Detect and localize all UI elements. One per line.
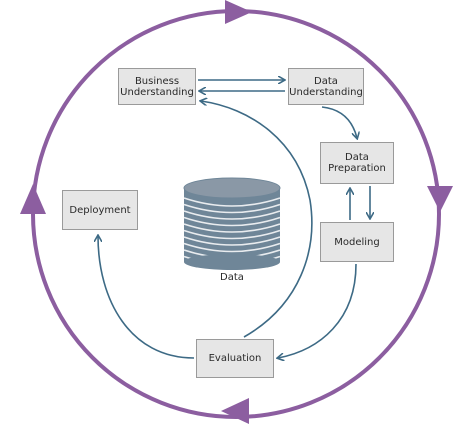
arrow-evaluation-to-business bbox=[201, 101, 313, 338]
data-label: Data bbox=[220, 272, 244, 283]
phase-business-understanding: Business Understanding bbox=[118, 68, 196, 105]
arrow-understanding-to-preparation bbox=[321, 106, 357, 138]
outer-cycle-arrow-top bbox=[225, 0, 252, 24]
cylinder-stripe bbox=[183, 236, 281, 246]
cylinder-stripe bbox=[183, 197, 281, 207]
cylinder-stripe bbox=[183, 210, 281, 220]
phase-data-understanding: Data Understanding bbox=[288, 68, 364, 105]
phase-modeling: Modeling bbox=[320, 222, 394, 262]
outer-cycle-arrow-left bbox=[20, 184, 46, 214]
cylinder-stripe bbox=[183, 216, 281, 227]
data-cylinder-icon bbox=[183, 177, 281, 270]
phase-deployment: Deployment bbox=[62, 190, 138, 230]
phase-data-preparation: Data Preparation bbox=[320, 142, 394, 184]
cylinder-stripe bbox=[183, 203, 281, 214]
arrow-modeling-to-evaluation bbox=[278, 263, 357, 358]
outer-cycle-arrow-bottom bbox=[221, 398, 249, 424]
cylinder-stripe bbox=[183, 223, 281, 233]
arrow-evaluation-to-deployment bbox=[98, 236, 195, 359]
cylinder-stripe bbox=[183, 242, 281, 253]
outer-cycle-arrow-right bbox=[427, 186, 453, 212]
phase-evaluation: Evaluation bbox=[196, 339, 274, 378]
cylinder-stripe bbox=[183, 229, 281, 240]
